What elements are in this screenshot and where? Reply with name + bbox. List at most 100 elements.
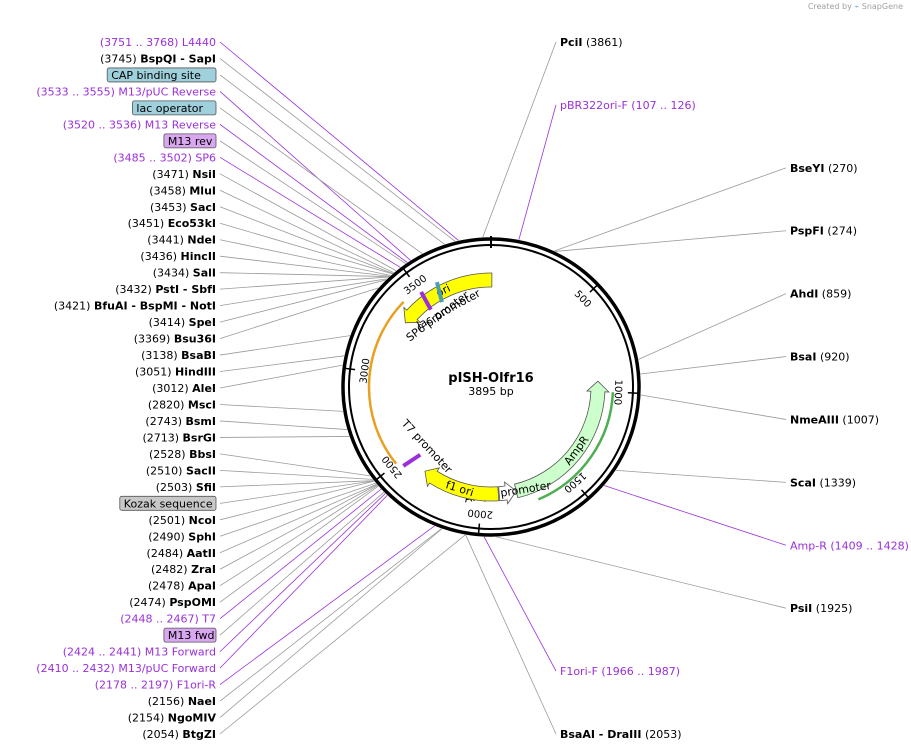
leader-line [219, 156, 401, 268]
leader-line [219, 488, 382, 619]
leader-line [219, 239, 391, 276]
plasmid-length: 3895 bp [468, 385, 513, 398]
tick-mark [589, 284, 598, 293]
site-label-enzyme: (3451) Eco53kI [128, 217, 216, 230]
leader-line [219, 287, 379, 339]
site-label-primer: Amp-R (1409 .. 1428) [790, 539, 909, 552]
feature-box-label: CAP binding site [111, 69, 201, 82]
leader-line [219, 485, 379, 603]
leader-line [219, 272, 390, 278]
leader-line [219, 74, 445, 245]
leader-line [219, 189, 394, 274]
feature-box [163, 627, 217, 643]
tick-label: 1000 [611, 379, 623, 405]
leader-line [219, 480, 375, 504]
site-label-primer: (3485 .. 3502) SP6 [113, 151, 216, 164]
site-label-enzyme: (3432) PstI - SbfI [115, 283, 216, 296]
site-label-enzyme: (2490) SphI [148, 530, 216, 543]
outer-arc [367, 300, 405, 465]
feature-ampr [514, 380, 610, 499]
leader-line [219, 58, 456, 242]
feature-box [119, 495, 217, 511]
leader-line [219, 107, 423, 254]
leader-line [219, 528, 443, 718]
leader-line [219, 493, 386, 652]
feature-box-label: M13 rev [168, 135, 213, 148]
leader-line [219, 453, 371, 477]
site-label-enzyme: BsaAI - DraIII (2053) [560, 728, 682, 741]
leader-line [219, 255, 390, 277]
leader-line [219, 483, 377, 554]
leader-line [219, 91, 411, 261]
feature-box-label: lac operator [136, 102, 203, 115]
site-label-enzyme: ScaI (1339) [790, 476, 856, 489]
site-label-enzyme: NmeAIII (1007) [790, 413, 879, 426]
snapgene-credit: Created by ⌁ SnapGene [808, 2, 903, 11]
tick-label: 2000 [467, 506, 493, 519]
site-label-enzyme: (3453) SacI [150, 201, 216, 214]
site-label-enzyme: (3138) BsaBI [141, 349, 216, 362]
leader-line [219, 528, 442, 702]
leader-line [518, 104, 557, 240]
credit-brand: SnapGene [861, 2, 903, 11]
leader-line [219, 436, 350, 438]
leader-line [219, 364, 343, 389]
leader-line [219, 173, 397, 272]
site-label-enzyme: (2484) AatII [147, 547, 216, 560]
site-label-enzyme: (2510) SacII [146, 464, 216, 477]
site-label-enzyme: (3369) Bsu36I [134, 333, 216, 346]
leader-line [219, 420, 348, 430]
leader-line [219, 491, 385, 636]
leader-line [554, 167, 787, 252]
tick-mark [580, 489, 589, 498]
feature-box [131, 100, 217, 116]
leader-line [219, 278, 388, 307]
site-label-enzyme: (3436) HincII [140, 250, 216, 263]
site-label-enzyme: (2743) BsmI [145, 415, 216, 428]
feature-ampr-promoter [498, 481, 517, 505]
leader-line [219, 480, 374, 488]
tick-mark [376, 472, 385, 480]
leader-line [219, 404, 344, 412]
leader-line [603, 485, 787, 546]
site-label-primer: F1ori-F (1966 .. 1987) [560, 665, 680, 678]
leader-line [219, 124, 408, 263]
site-label-enzyme: (2156) NaeI [148, 695, 216, 708]
site-label-primer: (2178 .. 2197) F1ori-R [95, 679, 217, 692]
site-label-primer: (2410 .. 2432) M13/pUC Forward [36, 662, 216, 675]
snapgene-logo-icon: ⌁ [854, 2, 860, 11]
site-label-enzyme: (3434) SalI [153, 267, 216, 280]
site-labels: (3751 .. 3768) L4440(3745) BspQI - SapIC… [36, 36, 909, 741]
site-label-enzyme: PciI (3861) [560, 36, 623, 49]
credit-prefix: Created by [807, 2, 852, 11]
site-label-enzyme: (2503) SfiI [156, 481, 216, 494]
feature-box [106, 67, 217, 83]
leader-line [638, 293, 787, 360]
site-label-enzyme: (3051) HindIII [135, 366, 216, 379]
site-label-enzyme: (2528) BbsI [149, 448, 216, 461]
site-label-primer: (3533 .. 3555) M13/pUC Reverse [36, 85, 216, 98]
site-label-primer: (2424 .. 2441) M13 Forward [63, 646, 216, 659]
tick-mark [477, 523, 481, 534]
feature-lac-promoter [435, 281, 444, 303]
leader-line [219, 469, 373, 480]
feature-box [163, 133, 217, 149]
leader-line [219, 41, 459, 241]
leader-line [640, 356, 787, 375]
leader-line [219, 484, 378, 570]
leader-line [219, 276, 390, 290]
outer-arc [537, 392, 615, 501]
leader-line [483, 536, 557, 672]
leader-line [219, 140, 406, 264]
tick-mark [402, 268, 411, 278]
site-label-primer: (3751 .. 3768) L4440 [100, 36, 216, 49]
leader-line [219, 335, 351, 356]
leader-line [219, 482, 376, 537]
site-label-primer: (2448 .. 2467) T7 [120, 613, 216, 626]
tick-mark [345, 367, 356, 371]
site-label-enzyme: (2713) BsrGI [142, 431, 216, 444]
site-label-primer: (3520 .. 3536) M13 Reverse [63, 118, 216, 131]
leader-line [496, 536, 787, 609]
plasmid-center: pISH-Olfr16 3895 bp [448, 371, 533, 398]
